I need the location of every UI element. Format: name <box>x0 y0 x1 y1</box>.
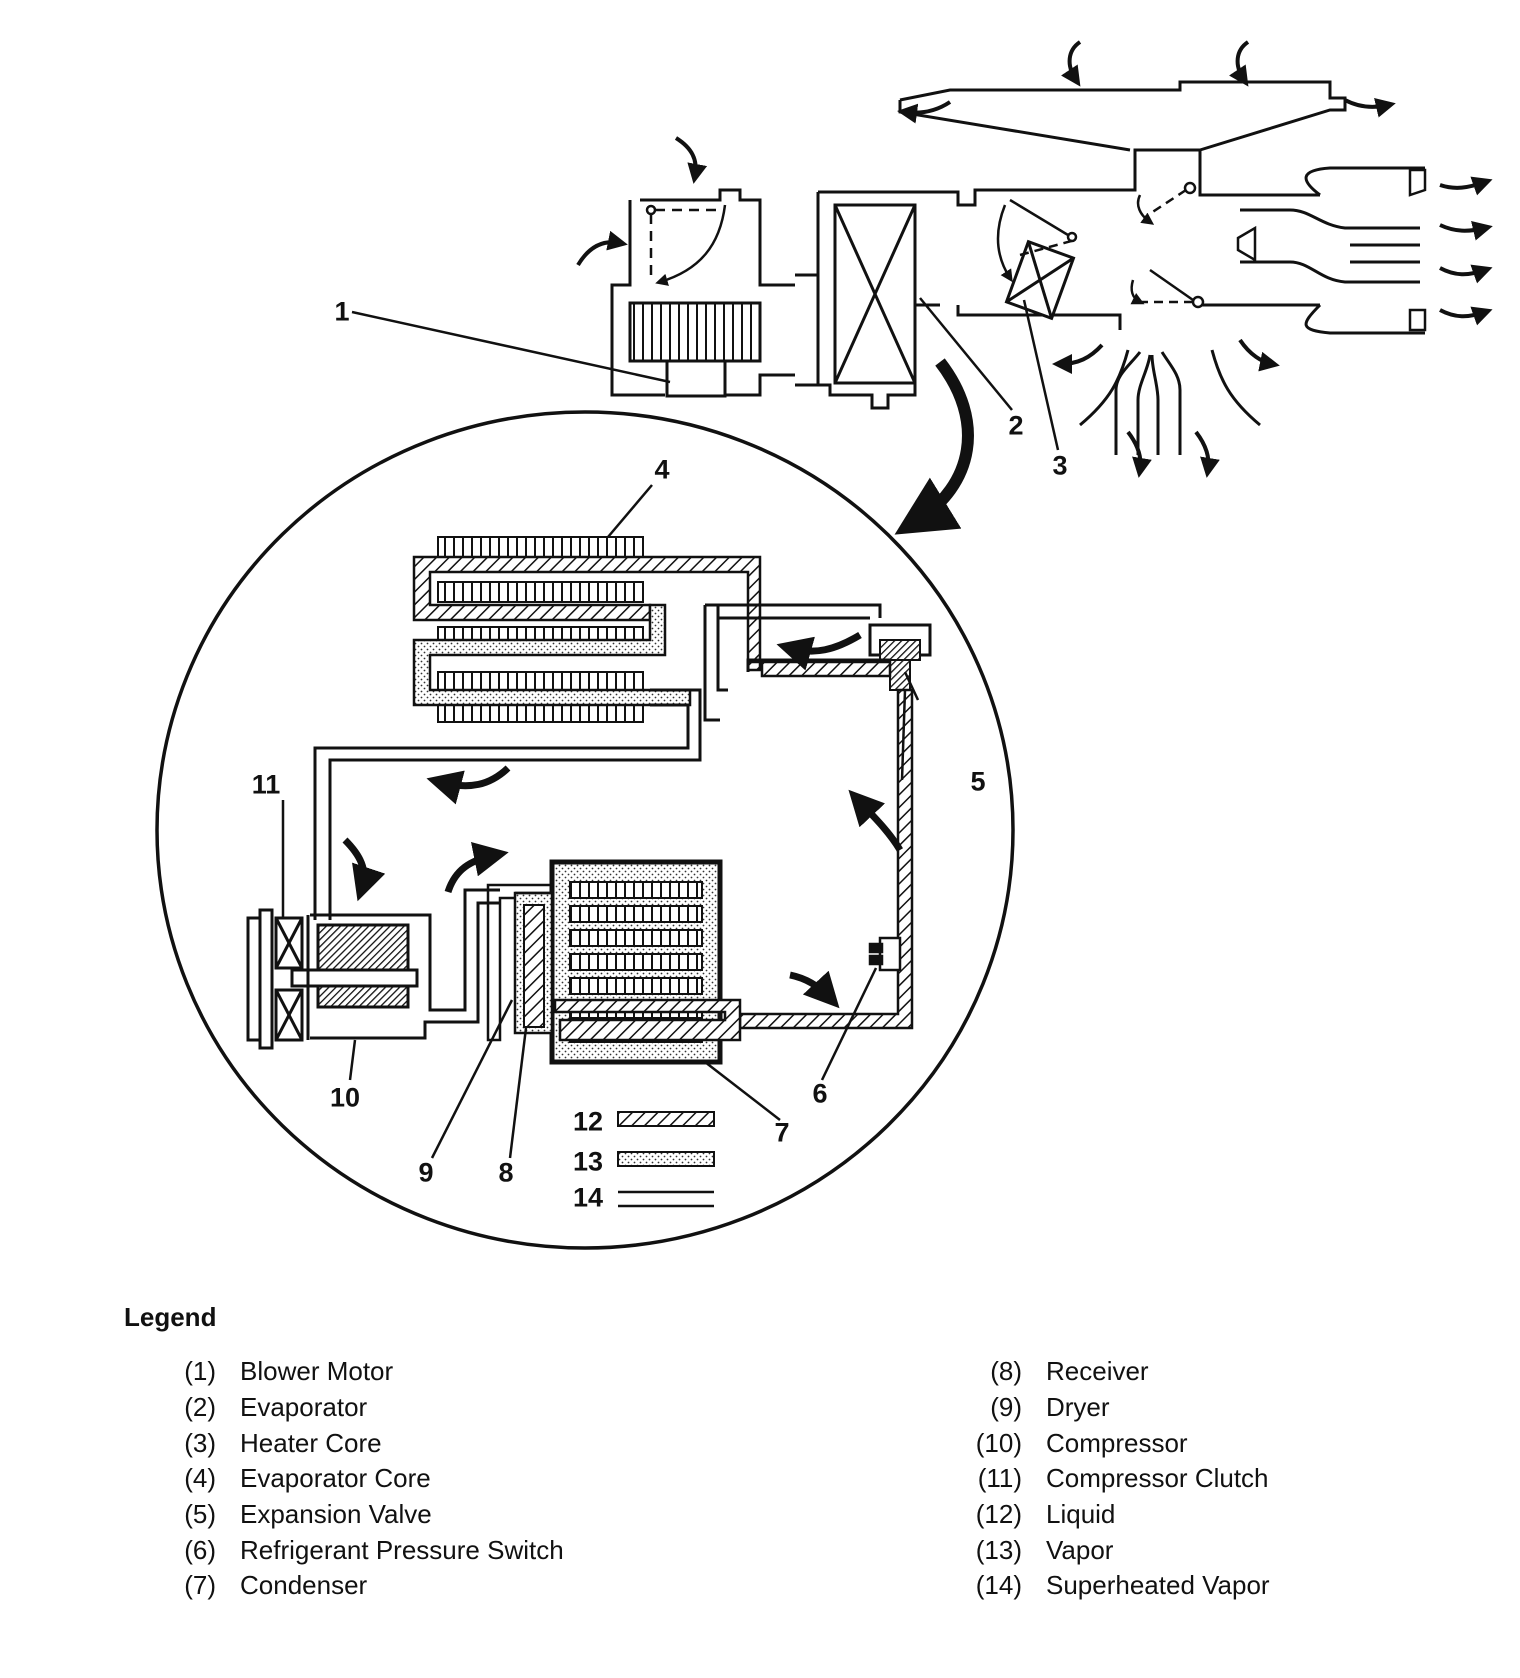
legend-item: (1) Blower Motor <box>124 1354 564 1390</box>
legend-label: Dryer <box>1046 1392 1110 1423</box>
legend-item: (8) Receiver <box>930 1354 1270 1390</box>
swatch-vapor <box>617 1151 715 1167</box>
legend-number: (6) <box>184 1534 216 1565</box>
swatch-liquid <box>617 1111 715 1127</box>
legend-label: Condenser <box>240 1570 368 1601</box>
legend-number: (7) <box>184 1570 216 1601</box>
legend-item: (2) Evaporator <box>124 1390 564 1426</box>
legend-number: (11) <box>977 1463 1022 1494</box>
legend-number: (3) <box>184 1427 216 1458</box>
legend-label: Receiver <box>1046 1356 1149 1387</box>
receiver-dryer <box>486 883 554 1042</box>
legend-item: (11) Compressor Clutch <box>930 1461 1270 1497</box>
legend-item: (3) Heater Core <box>124 1425 564 1461</box>
legend-number: (8) <box>990 1356 1022 1387</box>
callout-5: 5 <box>970 766 986 797</box>
legend-item: (12) Liquid <box>930 1497 1270 1533</box>
callout-8: 8 <box>498 1157 514 1188</box>
legend-label: Superheated Vapor <box>1046 1570 1270 1601</box>
callout-14: 14 <box>572 1182 604 1213</box>
legend: Legend (1) Blower Motor (2) Evaporator (3)… <box>124 1302 1424 1600</box>
compressor-clutch <box>246 908 304 1050</box>
callout-7: 7 <box>774 1117 790 1148</box>
legend-item: (13) Vapor <box>930 1532 1270 1568</box>
callout-2: 2 <box>1008 410 1024 441</box>
legend-item: (7) Condenser <box>124 1568 564 1604</box>
legend-column-right: (8) Receiver (9) Dryer (10) Compressor (11)… <box>930 1354 1270 1604</box>
legend-item: (10) Compressor <box>930 1425 1270 1461</box>
legend-label: Blower Motor <box>240 1356 394 1387</box>
legend-label: Evaporator <box>240 1392 368 1423</box>
callout-13: 13 <box>572 1146 604 1177</box>
legend-number: (4) <box>184 1463 216 1494</box>
legend-number: (14) <box>975 1570 1022 1601</box>
refrigerant-pressure-switch <box>868 936 902 972</box>
zoom-arrow <box>894 358 974 535</box>
legend-item: (5) Expansion Valve <box>124 1497 564 1533</box>
airflow-arrows <box>576 40 1493 478</box>
legend-item: (6) Refrigerant Pressure Switch <box>124 1532 564 1568</box>
detail-circle <box>155 410 1015 1250</box>
legend-label: Refrigerant Pressure Switch <box>240 1534 564 1565</box>
legend-item: (9) Dryer <box>930 1390 1270 1426</box>
legend-label: Evaporator Core <box>240 1463 431 1494</box>
callout-6: 6 <box>812 1078 828 1109</box>
legend-label: Expansion Valve <box>240 1499 432 1530</box>
legend-number: (12) <box>975 1499 1022 1530</box>
heater-core <box>1004 239 1076 321</box>
legend-label: Heater Core <box>240 1427 382 1458</box>
compressor <box>290 888 500 1040</box>
blower-wheel <box>628 301 762 363</box>
callout-12: 12 <box>572 1106 604 1137</box>
callout-9: 9 <box>418 1157 434 1188</box>
condenser <box>549 859 742 1065</box>
legend-number: (2) <box>184 1392 216 1423</box>
legend-title: Legend <box>124 1302 217 1332</box>
expansion-valve <box>746 623 932 691</box>
legend-item: (4) Evaporator Core <box>124 1461 564 1497</box>
callout-10: 10 <box>329 1082 361 1113</box>
legend-item: (14) Superheated Vapor <box>930 1568 1270 1604</box>
legend-number: (13) <box>975 1534 1022 1565</box>
legend-column-left: (1) Blower Motor (2) Evaporator (3) Heater … <box>124 1354 564 1604</box>
hvac-case <box>610 80 1425 455</box>
evaporator <box>833 203 917 385</box>
recirc-door <box>645 204 727 286</box>
legend-label: Liquid <box>1046 1499 1116 1530</box>
legend-number: (1) <box>184 1356 216 1387</box>
legend-number: (5) <box>184 1499 216 1530</box>
legend-label: Compressor <box>1046 1427 1188 1458</box>
legend-number: (9) <box>990 1392 1022 1423</box>
evaporator-core <box>412 536 762 723</box>
callout-1: 1 <box>334 296 350 327</box>
legend-label: Compressor Clutch <box>1046 1463 1269 1494</box>
refrigerant-flow-arrows <box>342 631 904 1009</box>
callout-3: 3 <box>1052 450 1068 481</box>
swatch-superheated-vapor <box>618 1190 714 1208</box>
callout-4: 4 <box>654 454 670 485</box>
blower-motor <box>665 359 727 398</box>
legend-number: (10) <box>975 1427 1022 1458</box>
callout-11: 11 <box>251 769 281 800</box>
legend-label: Vapor <box>1046 1534 1114 1565</box>
